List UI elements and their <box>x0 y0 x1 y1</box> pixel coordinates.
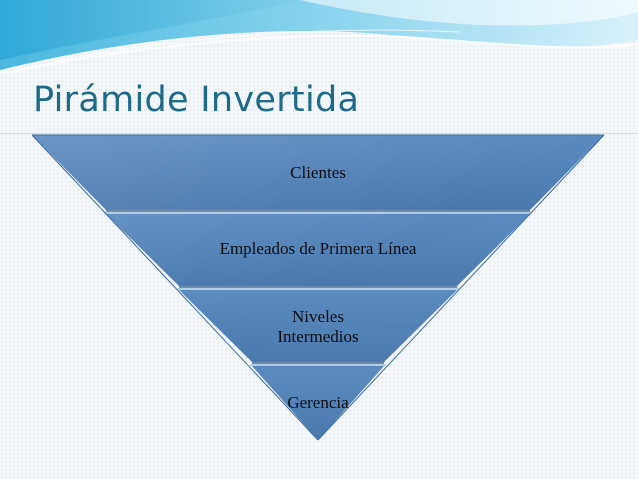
level-label-clientes: Clientes <box>290 163 346 182</box>
title-divider <box>0 133 638 134</box>
level-label-gerencia: Gerencia <box>287 393 349 412</box>
wave-highlight-line <box>0 34 638 75</box>
level-label-empleados-primera-linea: Empleados de Primera Línea <box>219 239 417 258</box>
wave-band-dark <box>0 0 300 60</box>
pyramid-outline <box>31 134 605 441</box>
wave-white-swoosh <box>300 0 638 26</box>
level-label-niveles-line1: Niveles <box>292 307 344 326</box>
level-label-niveles-line2: Intermedios <box>277 327 359 346</box>
header-wave-decoration <box>0 0 638 75</box>
wave-highlight-line-thin <box>59 29 461 61</box>
level-label-niveles-intermedios: Niveles Intermedios <box>218 307 418 347</box>
slide-title: Pirámide Invertida <box>33 80 360 120</box>
segment-dividers <box>104 210 532 366</box>
